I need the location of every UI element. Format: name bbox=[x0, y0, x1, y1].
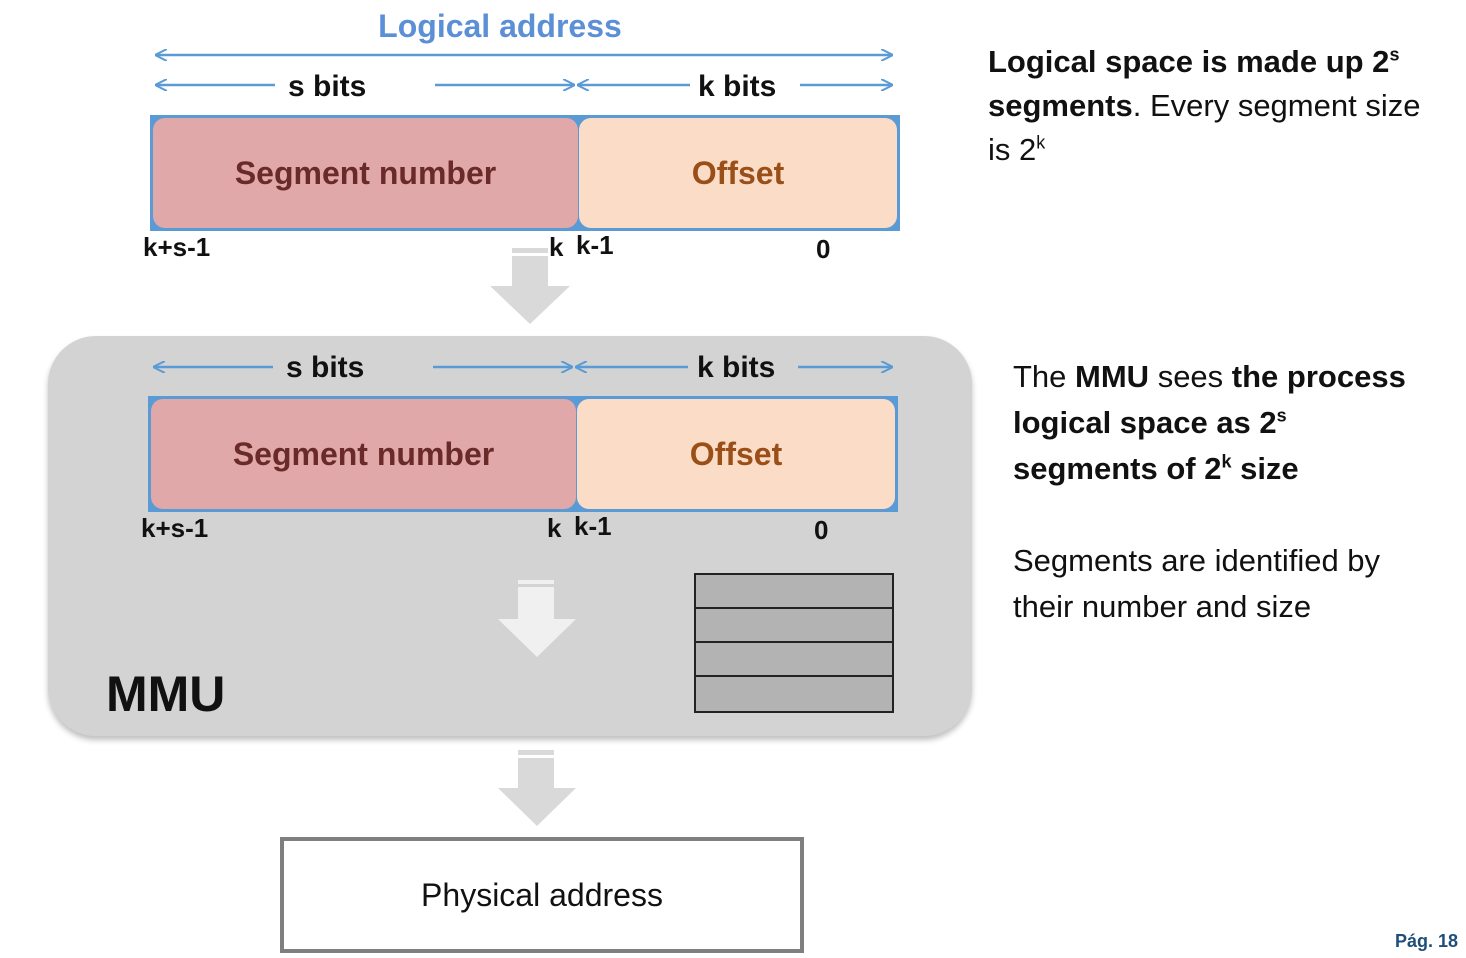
note2-t1: The bbox=[1013, 359, 1076, 394]
page-number: Pág. 18 bbox=[1394, 931, 1458, 951]
physical-address-label: Physical address bbox=[421, 876, 663, 913]
segment-table-row bbox=[696, 575, 892, 609]
note-segments-identified: Segments are identified by their number … bbox=[1013, 543, 1381, 624]
mmu-offset-cell: Offset bbox=[577, 399, 895, 509]
offset-cell: Offset bbox=[579, 118, 897, 228]
mmu-bit-position-high: k+s-1 bbox=[141, 513, 209, 543]
note-logical-space: Logical space is made up 2s segments. Ev… bbox=[988, 40, 1448, 172]
bit-position-k: k bbox=[549, 232, 564, 262]
note1-sup-k: k bbox=[1036, 132, 1046, 153]
note2-sup-s: s bbox=[1276, 405, 1287, 426]
logical-address-box: Segment number Offset bbox=[150, 115, 900, 231]
mmu-s-bits-label: s bits bbox=[286, 351, 365, 384]
mmu-bit-position-zero: 0 bbox=[814, 515, 829, 545]
mmu-bit-position-k: k bbox=[547, 513, 562, 543]
down-arrow-icon bbox=[498, 750, 576, 826]
segment-table bbox=[694, 573, 894, 713]
note2-b2: the process logical space as 2 bbox=[1013, 359, 1406, 440]
note2-t2: sees bbox=[1149, 359, 1232, 394]
segment-table-row bbox=[696, 609, 892, 643]
note1-sup-s: s bbox=[1389, 44, 1400, 65]
note2-b4: size bbox=[1231, 451, 1299, 486]
segment-number-cell: Segment number bbox=[153, 118, 578, 228]
mmu-address-box: Segment number Offset bbox=[148, 396, 898, 512]
k-bits-label: k bits bbox=[698, 70, 777, 103]
mmu-segment-number-cell: Segment number bbox=[151, 399, 576, 509]
bit-position-k-minus-1: k-1 bbox=[576, 230, 614, 260]
logical-address-title: Logical address bbox=[378, 8, 622, 44]
note-mmu-view: The MMU sees the process logical space a… bbox=[1013, 354, 1433, 492]
down-arrow-icon bbox=[490, 248, 570, 324]
bit-position-high: k+s-1 bbox=[143, 232, 211, 262]
mmu-k-bits-label: k bits bbox=[697, 351, 776, 384]
note1-bold-b: segments bbox=[988, 88, 1133, 123]
note1-bold-a: Logical space is made up 2 bbox=[988, 44, 1390, 79]
note2-b3: segments of 2 bbox=[1013, 451, 1222, 486]
mmu-label: MMU bbox=[106, 666, 226, 722]
bit-position-zero: 0 bbox=[816, 234, 831, 264]
s-bits-label: s bits bbox=[288, 70, 367, 103]
note1-rest: . Every segment size is 2 bbox=[988, 88, 1421, 167]
mmu-down-arrow-icon bbox=[498, 580, 576, 657]
note2-sup-k: k bbox=[1221, 451, 1232, 472]
segment-table-row bbox=[696, 643, 892, 677]
mmu-bit-position-k-minus-1: k-1 bbox=[574, 511, 612, 541]
segment-table-row bbox=[696, 677, 892, 711]
note2-b1: MMU bbox=[1075, 359, 1150, 394]
physical-address-box: Physical address bbox=[280, 837, 804, 953]
